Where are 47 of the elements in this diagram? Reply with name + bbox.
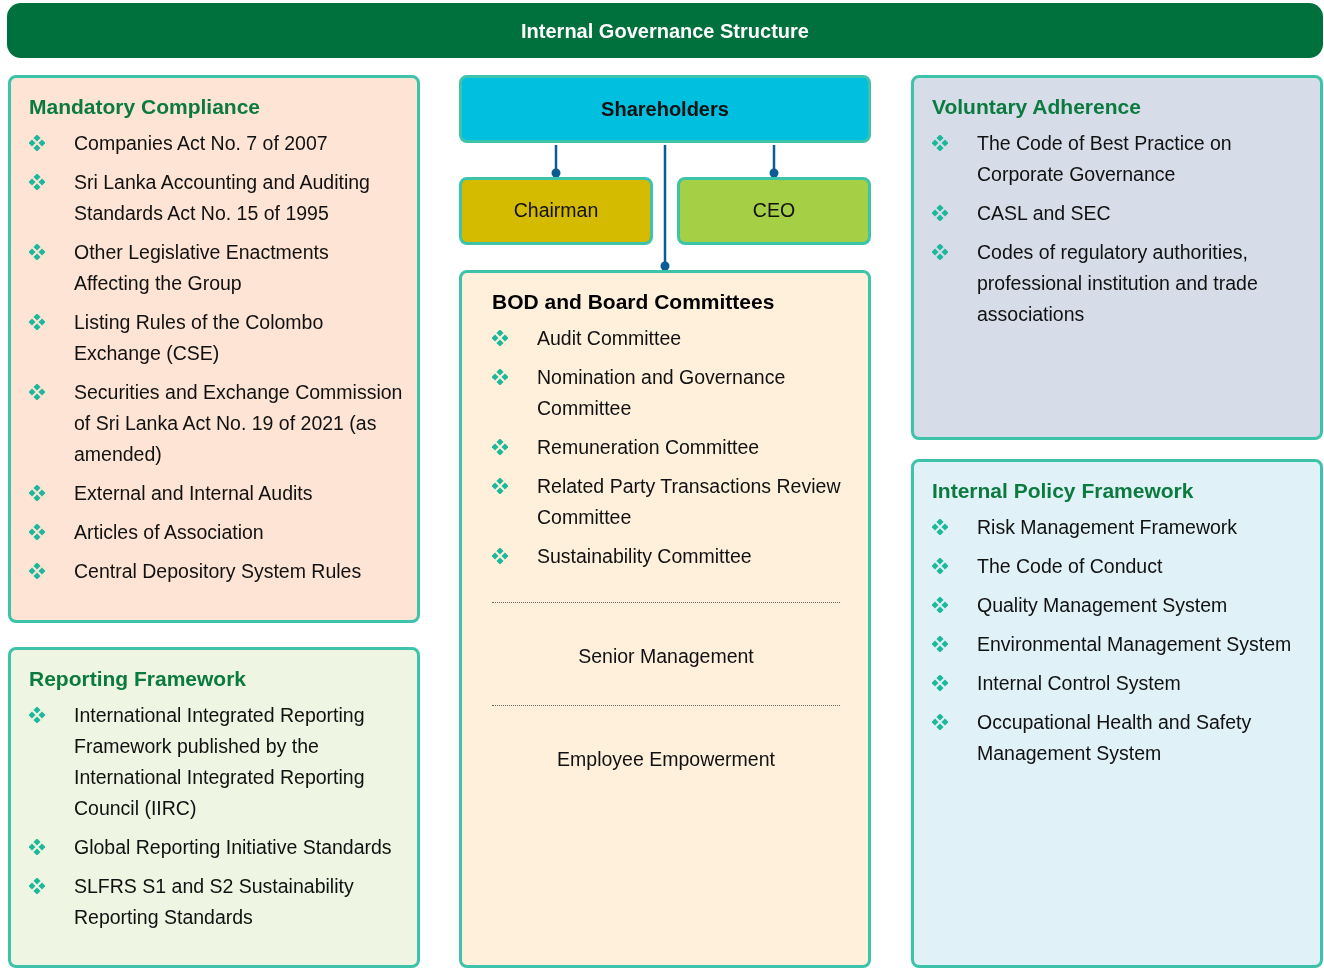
section-label: Employee Empowerment [557, 747, 775, 772]
title-banner: Internal Governance Structure [7, 3, 1323, 58]
list-item: Global Reporting Initiative Standards [74, 835, 392, 860]
list-item: Risk Management Framework [977, 515, 1238, 540]
panel-heading: Mandatory Compliance [29, 94, 262, 120]
list-item: Audit Committee [537, 326, 682, 351]
list-item: SLFRS S1 and S2 Sustainability Reporting Standards [74, 874, 355, 930]
role-box [459, 75, 871, 143]
list-item: Occupational Health and Safety Management System [977, 710, 1253, 766]
list-item: Listing Rules of the Colombo Exchange (CSE) [74, 310, 325, 366]
list-item: International Integrated Reporting Framework published by the International Integrated Reporting Council (IIRC) [74, 703, 366, 821]
list-item: Companies Act No. 7 of 2007 [74, 131, 328, 156]
role-box [459, 177, 653, 245]
panel-heading: Reporting Framework [29, 666, 248, 692]
connector-line [551, 145, 561, 178]
panel-heading: Voluntary Adherence [932, 94, 1142, 120]
panel-heading: Internal Policy Framework [932, 478, 1195, 504]
node-label: Shareholders [601, 97, 729, 122]
section-label: Senior Management [578, 644, 754, 669]
content-panel [911, 75, 1323, 440]
list-item: CASL and SEC [977, 201, 1111, 226]
content-panel [459, 270, 871, 968]
list-item: Codes of regulatory authorities, professional institution and trade associations [977, 240, 1259, 327]
list-item: Other Legislative Enactments Affecting the Group [74, 240, 330, 296]
content-panel [911, 459, 1323, 968]
list-item: Related Party Transactions Review Committee [537, 474, 842, 530]
list-item: Articles of Association [74, 520, 264, 545]
node-label: Chairman [513, 198, 599, 224]
list-item: Sri Lanka Accounting and Auditing Standards Act No. 15 of 1995 [74, 170, 371, 226]
list-item: Internal Control System [977, 671, 1181, 696]
content-panel [8, 75, 420, 623]
node-label: CEO [752, 198, 796, 224]
connector-line [769, 145, 779, 178]
content-panel [8, 647, 420, 968]
list-item: The Code of Conduct [977, 554, 1163, 579]
role-box [677, 177, 871, 245]
panel-heading: BOD and Board Committees [492, 289, 776, 315]
list-item: Central Depository System Rules [74, 559, 362, 584]
list-item: Quality Management System [977, 593, 1228, 618]
list-item: The Code of Best Practice on Corporate Governance [977, 131, 1233, 187]
list-item: Environmental Management System [977, 632, 1292, 657]
list-item: Remuneration Committee [537, 435, 760, 460]
list-item: Nomination and Governance Committee [537, 365, 787, 421]
list-item: Sustainability Committee [537, 544, 752, 569]
connector-line [660, 145, 670, 271]
list-item: Securities and Exchange Commission of Sri Lanka Act No. 19 of 2021 (as amended) [74, 380, 403, 467]
list-item: External and Internal Audits [74, 481, 313, 506]
